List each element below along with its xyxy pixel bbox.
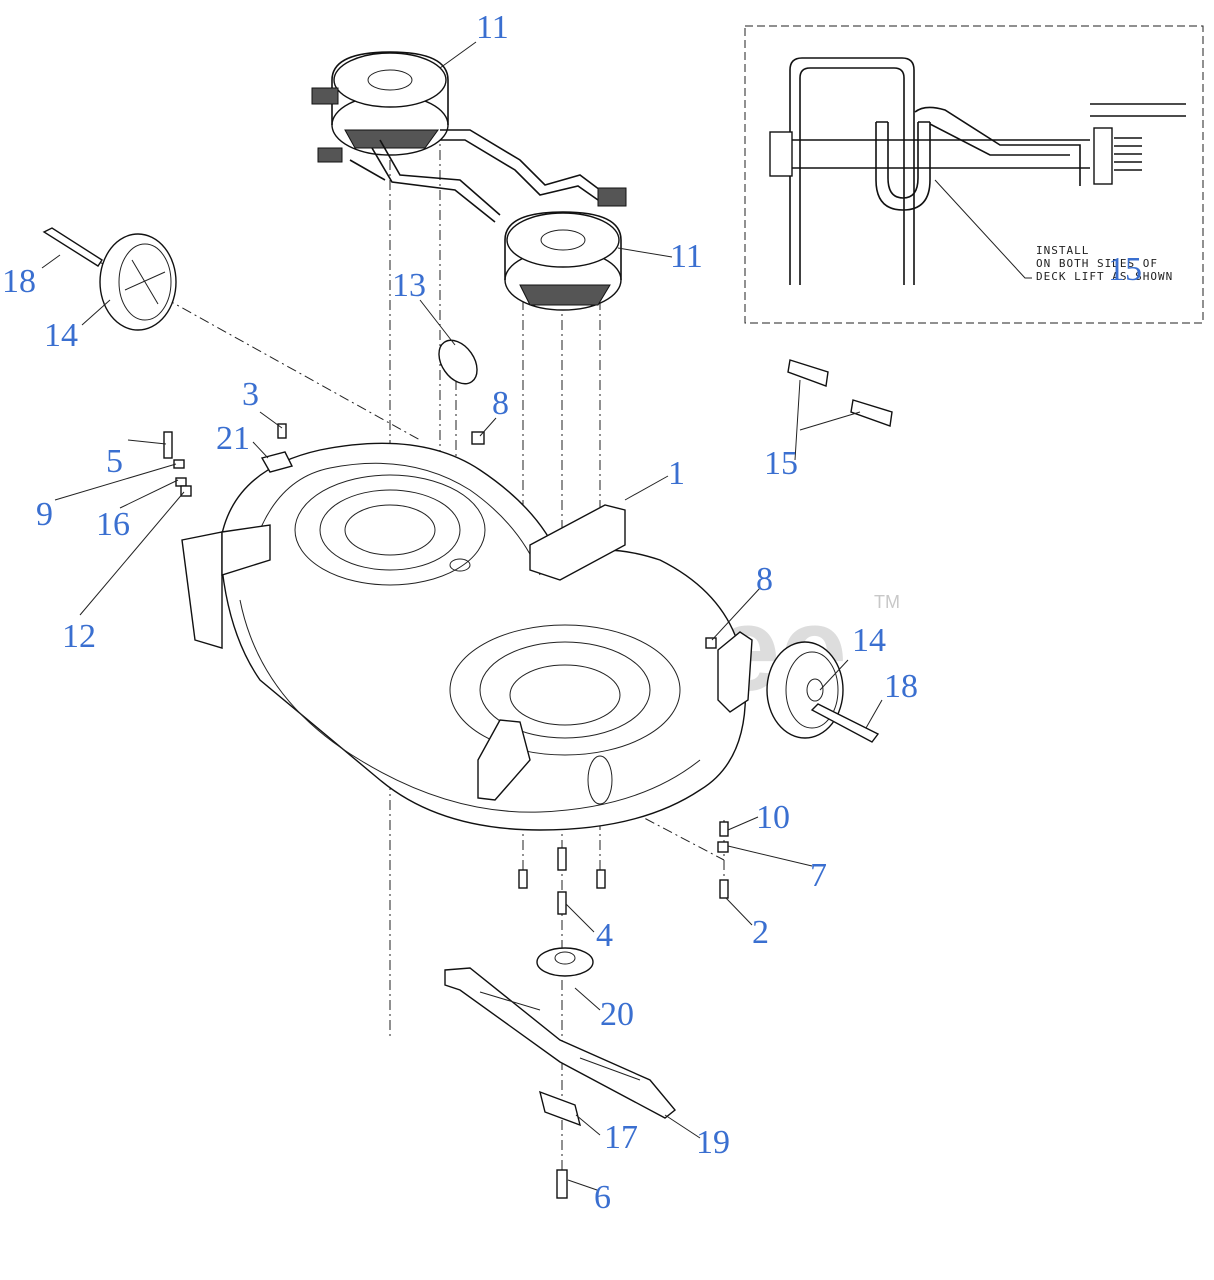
callout-14-left: 14 <box>44 317 78 354</box>
wheel-right <box>766 641 844 739</box>
wheel-left <box>99 233 177 331</box>
callout-20: 20 <box>600 996 634 1033</box>
callout-13: 13 <box>392 267 426 304</box>
callout-2: 2 <box>752 914 769 951</box>
callout-8-top: 8 <box>492 385 509 422</box>
leader-lines <box>41 41 883 1191</box>
shoulder-bolt-left <box>42 227 103 267</box>
callout-15: 15 <box>764 445 798 482</box>
callout-7: 7 <box>810 857 827 894</box>
callout-6: 6 <box>594 1179 611 1216</box>
shoulder-bolt-right <box>810 703 880 743</box>
blade-19 <box>444 967 676 1119</box>
motor-assembly-left <box>331 51 449 156</box>
mower-deck <box>181 442 753 831</box>
callout-10: 10 <box>756 799 790 836</box>
callout-14-right: 14 <box>852 622 886 659</box>
callout-3: 3 <box>242 376 259 413</box>
callout-17: 17 <box>604 1119 638 1156</box>
hardware-bolts <box>163 423 729 1199</box>
cap-13 <box>438 339 478 385</box>
clip-21 <box>260 451 294 473</box>
callout-21: 21 <box>216 420 250 457</box>
callout-11-top: 11 <box>476 9 509 46</box>
callout-18-left: 18 <box>2 263 36 300</box>
callout-16: 16 <box>96 506 130 543</box>
callout-9: 9 <box>36 496 53 533</box>
callout-5: 5 <box>106 443 123 480</box>
callout-labels: 11 11 18 14 13 3 8 21 5 9 16 12 1 15 15 … <box>2 9 1142 1216</box>
callout-8-right: 8 <box>756 561 773 598</box>
callout-11-right: 11 <box>670 238 703 275</box>
callout-18-right: 18 <box>884 668 918 705</box>
watermark-trademark: TM <box>874 592 900 612</box>
wire-harness <box>311 87 627 223</box>
blade-adapter-20 <box>536 947 594 977</box>
callout-15-inset: 15 <box>1108 251 1142 288</box>
stiffener-17 <box>538 1090 582 1127</box>
link-plates-15 <box>787 359 893 427</box>
callout-12: 12 <box>62 618 96 655</box>
callout-1: 1 <box>668 455 685 492</box>
callout-4: 4 <box>596 917 613 954</box>
callout-19: 19 <box>696 1124 730 1161</box>
inset-detail: INSTALL ON BOTH SIDES OF DECK LIFT AS SH… <box>744 25 1204 324</box>
inset-note-line3: DECK LIFT AS SHOWN <box>1036 270 1173 283</box>
inset-note-line2: ON BOTH SIDES OF <box>1036 257 1158 270</box>
motor-assembly-right <box>504 211 622 311</box>
inset-note-line1: INSTALL <box>1036 244 1089 257</box>
